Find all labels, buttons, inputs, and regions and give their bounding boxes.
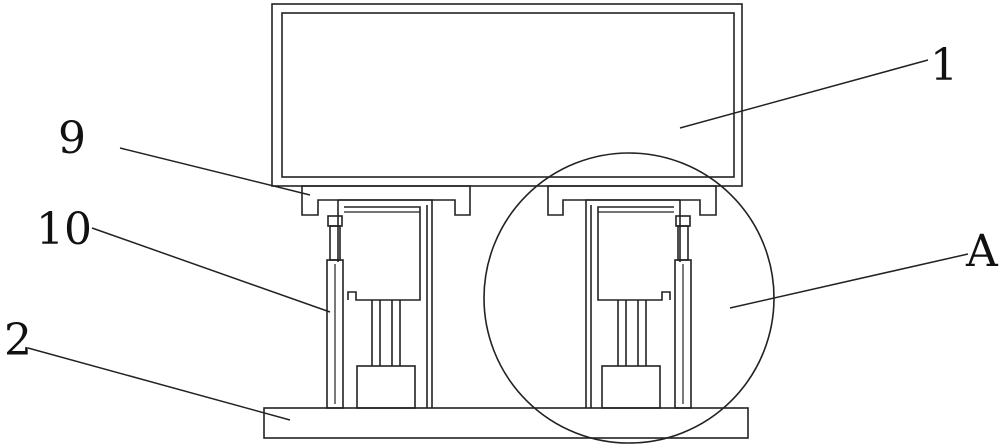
right-rail <box>674 259 692 409</box>
left-motor-block <box>356 365 416 409</box>
leader-10 <box>91 227 331 313</box>
right-motor-block <box>601 365 661 409</box>
leader-9 <box>119 147 311 196</box>
right-pin-top <box>675 215 691 227</box>
leader-2 <box>27 347 291 421</box>
right-outer-sleeve <box>585 199 681 408</box>
right-rods <box>617 300 647 366</box>
leader-lines <box>27 59 969 421</box>
leader-1 <box>679 59 929 129</box>
left-outer-sleeve <box>337 199 433 408</box>
label-part-9: 9 <box>58 113 86 164</box>
leader-a <box>729 253 969 309</box>
label-part-1: 1 <box>930 40 958 91</box>
right-inner-piston <box>597 206 674 301</box>
left-rods <box>371 300 401 366</box>
left-inner-piston <box>344 206 421 301</box>
label-detail-a: A <box>965 226 999 277</box>
right-support-assembly <box>547 185 717 409</box>
label-part-10: 10 <box>36 204 92 255</box>
housing-part-1 <box>271 3 743 187</box>
label-part-2: 2 <box>4 315 32 366</box>
detail-circle-a <box>483 152 775 444</box>
base-plate-part-2 <box>263 407 749 439</box>
left-rail-part-10 <box>326 259 344 409</box>
right-slider <box>547 185 717 216</box>
left-support-assembly <box>301 185 471 409</box>
left-pin-top <box>327 215 343 227</box>
left-slider-part-9 <box>301 185 471 216</box>
